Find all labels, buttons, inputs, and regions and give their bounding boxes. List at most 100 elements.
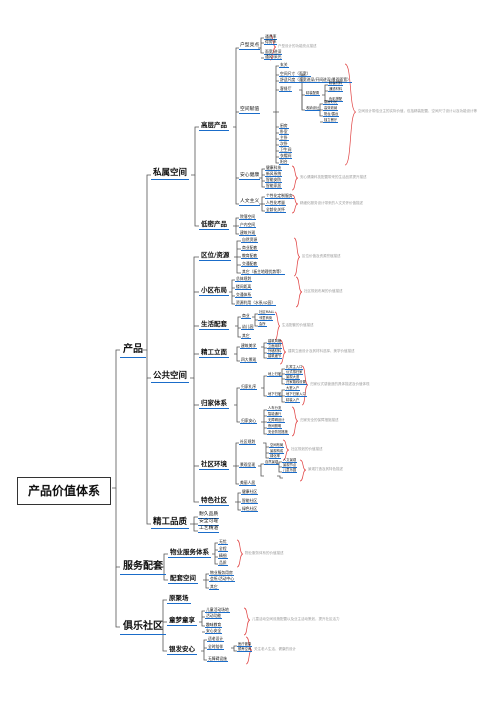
node-e1a[interactable]: 建筑风格 xyxy=(267,339,283,345)
node-p1[interactable]: 户型亮点 xyxy=(239,43,261,50)
node-p2h[interactable]: 色彩搭配 xyxy=(328,97,344,103)
node-p1b[interactable]: 得房率 xyxy=(264,39,278,45)
node-p4c[interactable]: 全龄化关怀 xyxy=(265,207,286,213)
node-h1a4[interactable]: 归家路线设置 xyxy=(285,380,307,386)
node-k1[interactable]: 原聚场 xyxy=(167,594,191,604)
node-d3[interactable]: 交通体系 xyxy=(235,292,253,298)
node-f1a[interactable]: 社区MALL xyxy=(258,310,276,316)
node-e2[interactable]: 四大景观 xyxy=(240,357,258,363)
node-p2a[interactable]: 玄关 xyxy=(279,62,289,68)
node-h1a1[interactable]: 礼宾主入口 xyxy=(285,365,304,371)
node-p1a[interactable]: 通透率 xyxy=(264,34,278,40)
node-h1b3[interactable]: 精装入户 xyxy=(285,398,301,404)
node-l3[interactable]: 建筑外观 xyxy=(239,230,257,236)
node-c5[interactable]: 其它（板主地理优势等） xyxy=(241,269,285,275)
node-private-space[interactable]: 私属空间 xyxy=(151,168,190,180)
node-p2l[interactable]: 阳台/露台 xyxy=(323,112,340,118)
node-l1[interactable]: 院落空间 xyxy=(239,214,257,220)
node-p1d[interactable]: 通风/采光 xyxy=(264,54,283,60)
root-node[interactable]: 产品价值体系 xyxy=(17,477,112,505)
node-h2b[interactable]: 智能通行 xyxy=(267,412,283,418)
node-e1c[interactable]: 外墙材料 xyxy=(267,349,283,355)
node-public-space[interactable]: 公共空间 xyxy=(151,371,190,383)
node-v1a[interactable]: 无忧 xyxy=(218,539,228,545)
node-d4[interactable]: 资源利用（水系/公园） xyxy=(235,300,277,306)
node-p3a[interactable]: 健康科技 xyxy=(265,165,283,171)
node-n2[interactable]: 景观呈现 xyxy=(239,462,257,468)
node-q3[interactable]: 工艺精湛 xyxy=(198,526,220,533)
node-p2k[interactable]: 高效收纳 xyxy=(323,106,339,112)
node-n1[interactable]: 社区规划 xyxy=(239,439,257,445)
node-layout[interactable]: 小区布局 xyxy=(199,286,229,296)
node-environment[interactable]: 社区环境 xyxy=(199,460,229,470)
node-v2c[interactable]: 其它 xyxy=(209,584,219,590)
node-h1b2[interactable]: 地下归家入口 xyxy=(285,392,307,398)
branch-club[interactable]: 俱乐社区 xyxy=(120,620,166,635)
node-p3d[interactable]: 智能家居 xyxy=(265,183,283,189)
node-p2c[interactable]: 空间尺寸（面宽） xyxy=(279,71,312,77)
node-e1b[interactable]: 立面用材 xyxy=(267,344,283,350)
node-v2b[interactable]: 会所/活动中心 xyxy=(209,576,236,582)
node-location[interactable]: 区位/资源 xyxy=(199,251,232,261)
node-f1c[interactable]: 会所 xyxy=(258,322,267,328)
node-p2q[interactable]: 次卧 xyxy=(279,141,289,147)
node-p2b[interactable]: 客餐厅 xyxy=(279,86,293,92)
node-support-space[interactable]: 配套空间 xyxy=(168,574,198,584)
node-homecoming[interactable]: 归家体系 xyxy=(199,399,229,409)
node-k3a[interactable]: 适老设计 xyxy=(207,636,225,642)
node-n2b[interactable]: 人文景观 xyxy=(282,458,298,464)
node-p2e[interactable]: 精装配置 xyxy=(305,91,321,97)
node-s2[interactable]: 智能社区 xyxy=(241,498,259,504)
node-p4[interactable]: 人文主义 xyxy=(239,199,261,206)
node-low-density[interactable]: 低密产品 xyxy=(199,220,229,230)
node-h2c[interactable]: 无障碍设计 xyxy=(267,418,286,424)
node-p2f[interactable]: 精装材料 xyxy=(328,81,344,87)
node-n2a[interactable]: 自然景观 xyxy=(264,460,280,466)
node-p3b[interactable]: 新风系统 xyxy=(265,171,283,177)
node-quality[interactable]: 精工品质 xyxy=(151,517,190,529)
node-d1[interactable]: 总体规划 xyxy=(235,276,253,282)
node-k2b[interactable]: 活动功能 xyxy=(205,613,223,619)
node-p3c[interactable]: 智能安防 xyxy=(265,177,283,183)
node-k3d[interactable]: 颐养空间 xyxy=(237,647,253,653)
node-h1a2[interactable]: 仪式感归家 xyxy=(285,370,304,376)
branch-product[interactable]: 产品 xyxy=(120,343,146,358)
node-q1[interactable]: 耐久品质 xyxy=(198,512,220,519)
node-k3e[interactable]: 无障碍设施 xyxy=(207,656,228,662)
node-f3[interactable]: 其它 xyxy=(241,333,251,339)
node-h1[interactable]: 归家礼序 xyxy=(240,384,258,390)
node-p2s[interactable]: 衣帽间 xyxy=(279,153,293,159)
node-c4[interactable]: 交通配套 xyxy=(241,261,259,267)
node-n1c[interactable]: 绿化率 xyxy=(269,454,281,460)
node-e1[interactable]: 建筑美学 xyxy=(240,343,258,349)
node-q2[interactable]: 安全可靠 xyxy=(198,519,220,526)
node-h2a[interactable]: 人车分流 xyxy=(267,406,283,412)
node-l2[interactable]: 户内空间 xyxy=(239,222,257,228)
node-s3[interactable]: 绿色社区 xyxy=(241,506,259,512)
node-p2r[interactable]: 卫生间 xyxy=(279,147,293,153)
node-h1a3[interactable]: 景观大道 xyxy=(285,375,301,381)
branch-service[interactable]: 服务配套 xyxy=(120,560,166,575)
node-p3[interactable]: 安心健康 xyxy=(239,173,261,180)
node-k2d[interactable]: 安心安全 xyxy=(205,628,223,634)
node-k3b[interactable]: 全时陪伴 xyxy=(207,644,225,650)
node-facade[interactable]: 精工立面 xyxy=(199,348,229,358)
node-c2[interactable]: 商业配套 xyxy=(241,245,259,251)
node-p2m[interactable]: 独立餐厅 xyxy=(323,118,339,124)
node-h1a[interactable]: 地上归家 xyxy=(267,372,283,378)
node-p2g[interactable]: 通透材料 xyxy=(328,87,344,93)
node-c1[interactable]: 自然资源 xyxy=(241,237,259,243)
node-p2p[interactable]: 主卧 xyxy=(279,135,289,141)
node-h2[interactable]: 归家安心 xyxy=(240,418,258,424)
node-h1b[interactable]: 地下归家 xyxy=(267,392,283,398)
node-property-service[interactable]: 物业服务体系 xyxy=(168,548,211,558)
node-n3[interactable]: 美丽人居 xyxy=(239,480,257,486)
node-n1a[interactable]: 空间布局 xyxy=(269,443,285,449)
node-n2d[interactable]: 儿童乐园 xyxy=(282,468,298,474)
node-h2d[interactable]: 夜间照明 xyxy=(267,424,283,430)
node-s1[interactable]: 健康社区 xyxy=(241,489,259,495)
node-v2a[interactable]: 物业服务用房 xyxy=(209,570,234,576)
node-v1b[interactable]: 全程 xyxy=(218,546,228,552)
node-p2d[interactable]: 舒适尺度（面宽进深/开间进深/景观面宽） xyxy=(279,77,352,83)
node-d2[interactable]: 楼间距离 xyxy=(235,284,253,290)
